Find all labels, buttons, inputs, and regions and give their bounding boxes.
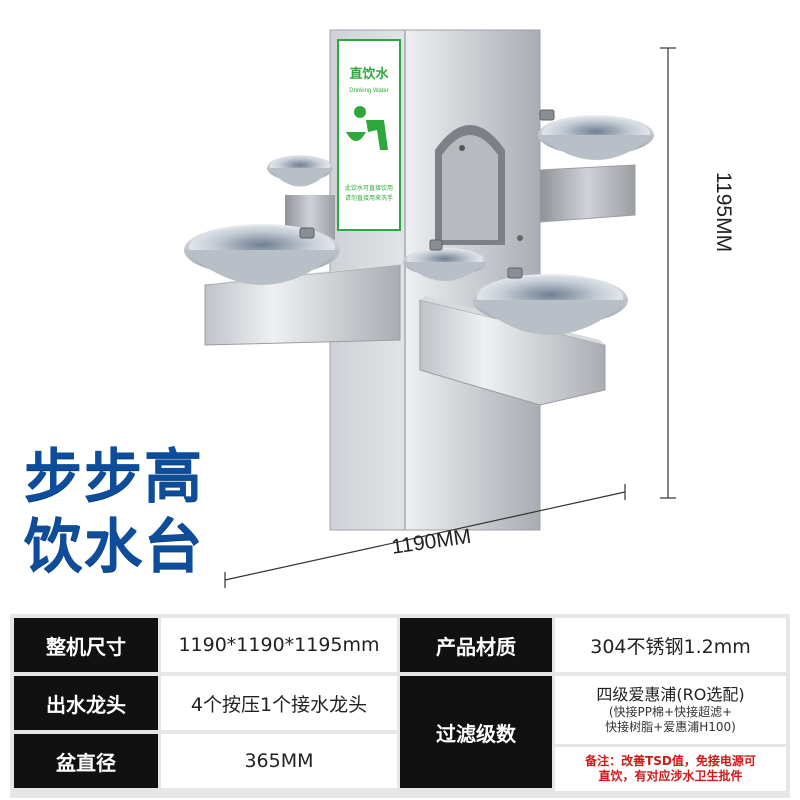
spec-material-value: 304不锈钢1.2mm	[555, 618, 786, 672]
spec-size-label: 整机尺寸	[14, 618, 158, 672]
note-line-1: 备注：改善TSD值，免接电源可	[585, 754, 756, 768]
product-title-line-1: 步步高	[24, 442, 205, 510]
filter-line-2: (快接PP棉+快接超滤+	[608, 705, 733, 719]
width-dimension-line	[224, 484, 626, 588]
spec-faucet-value: 4个按压1个接水龙头	[161, 676, 397, 730]
basin-front-left	[184, 224, 340, 285]
sign-title: 直饮水	[349, 66, 389, 82]
spec-size-value: 1190*1190*1195mm	[161, 618, 397, 672]
basin-arms	[204, 164, 636, 406]
spec-faucet-label: 出水龙头	[14, 676, 158, 730]
spec-table: 整机尺寸 1190*1190*1195mm 产品材质 304不锈钢1.2mm 出…	[10, 614, 790, 798]
sign-note-2: 请勿直接用来洗手	[345, 194, 393, 202]
sign-note-1: 此饮水可直接饮用	[345, 184, 393, 192]
filter-line-3: 快接树脂+爱惠浦H100)	[605, 720, 736, 734]
spec-basin-value: 365MM	[161, 734, 397, 788]
height-dimension-line	[660, 47, 676, 499]
sign-subtitle: Drinking Water	[349, 88, 388, 94]
drinking-fountain-illustration: 直饮水 Drinking Water 此饮水可直接饮用 请勿直接用来洗手	[184, 29, 676, 588]
basin-back-right	[538, 115, 654, 160]
spec-note: 备注：改善TSD值，免接电源可 直饮，有对应涉水卫生批件	[555, 747, 786, 791]
product-title-line-2: 饮水台	[24, 512, 205, 580]
basin-back-left	[267, 155, 333, 187]
spec-basin-label: 盆直径	[14, 734, 158, 788]
basin-center	[403, 248, 487, 281]
product-photo: 直饮水 Drinking Water 此饮水可直接饮用 请勿直接用来洗手	[184, 29, 676, 588]
spec-material-label: 产品材质	[400, 618, 552, 672]
spec-filter-label: 过滤级数	[400, 676, 552, 788]
spec-filter-value: 四级爱惠浦(RO选配) (快接PP棉+快接超滤+ 快接树脂+爱惠浦H100)	[555, 676, 786, 744]
basin-front-right	[472, 274, 628, 335]
drinking-person-icon	[346, 106, 388, 150]
faucet-icons	[299, 109, 555, 279]
height-dimension-label: 1195MM	[712, 171, 735, 253]
filter-line-1: 四级爱惠浦(RO选配)	[596, 685, 745, 704]
note-line-2: 直饮，有对应涉水卫生批件	[598, 769, 743, 783]
drinking-water-sign: 直饮水 Drinking Water 此饮水可直接饮用 请勿直接用来洗手	[337, 39, 401, 231]
